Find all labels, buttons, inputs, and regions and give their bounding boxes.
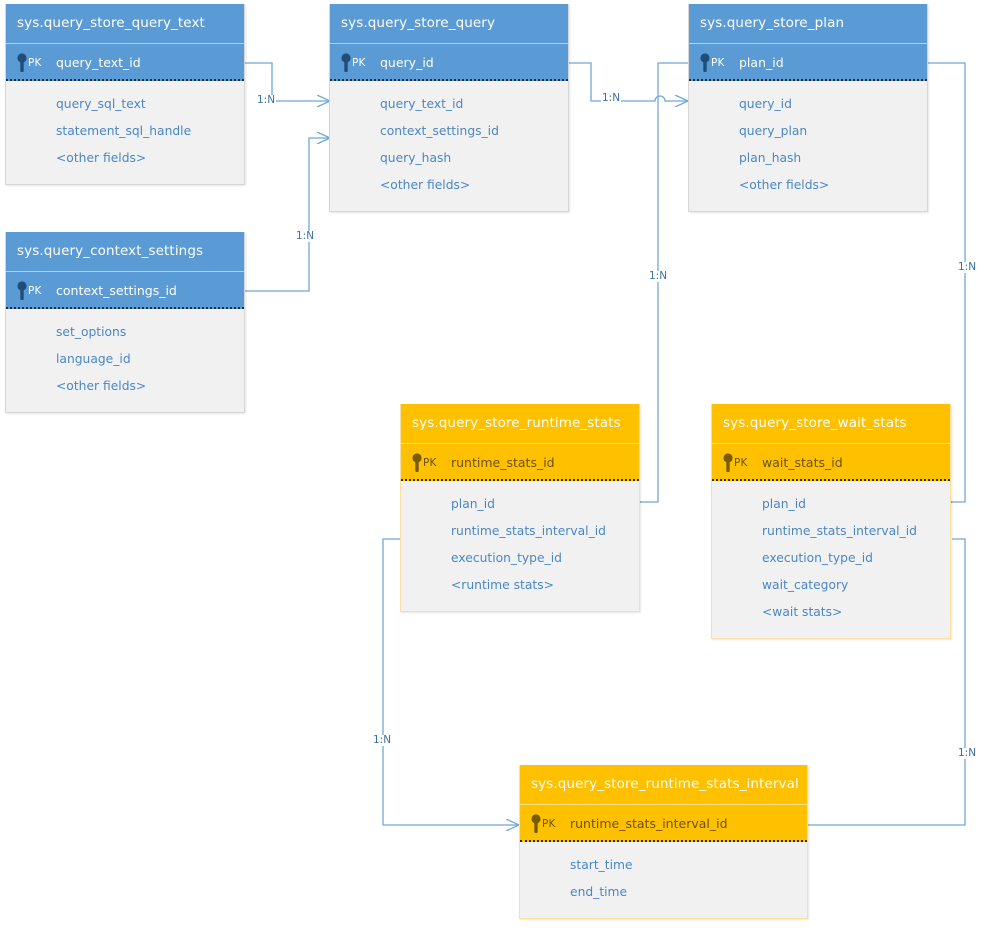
pk-field-name: plan_id bbox=[739, 55, 784, 70]
rel-query-plan-line bbox=[569, 62, 652, 102]
pk-label: PK bbox=[423, 457, 437, 469]
entity-query-store-plan[interactable]: sys.query_store_plan PK plan_id query_id… bbox=[688, 4, 928, 212]
entity-field: context_settings_id bbox=[380, 124, 499, 138]
pk-field-name: runtime_stats_interval_id bbox=[570, 816, 728, 831]
key-icon bbox=[412, 453, 422, 472]
entity-title: sys.query_store_plan bbox=[689, 4, 927, 43]
entity-field: wait_category bbox=[762, 578, 849, 592]
rel-query-plan-jump bbox=[652, 96, 688, 101]
entity-title: sys.query_context_settings bbox=[6, 232, 244, 271]
entity-field: statement_sql_handle bbox=[56, 124, 192, 138]
entity-field: query_plan bbox=[739, 124, 808, 138]
pk-label: PK bbox=[542, 818, 556, 830]
key-icon bbox=[17, 53, 27, 72]
entity-title: sys.query_store_runtime_stats_interval bbox=[520, 765, 807, 804]
entity-field-list: query_id query_plan plan_hash <other fie… bbox=[689, 81, 927, 211]
entity-field: <other fields> bbox=[56, 151, 147, 165]
entity-pk-row: PK query_text_id bbox=[6, 43, 244, 81]
pk-field-name: query_id bbox=[380, 55, 434, 70]
rel-plan-wait-line bbox=[928, 62, 966, 502]
key-icon bbox=[341, 53, 351, 72]
entity-field-list: start_time end_time bbox=[520, 842, 807, 918]
entity-field: query_id bbox=[739, 97, 792, 111]
entity-title: sys.query_store_query_text bbox=[6, 4, 244, 43]
pk-field-name: context_settings_id bbox=[56, 283, 177, 298]
cardinality-label: 1:N bbox=[295, 230, 316, 242]
entity-field: plan_hash bbox=[739, 151, 802, 165]
entity-pk-row: PK runtime_stats_id bbox=[401, 443, 639, 481]
entity-field-list: plan_id runtime_stats_interval_id execut… bbox=[712, 481, 950, 638]
entity-field: execution_type_id bbox=[451, 551, 562, 565]
pk-label: PK bbox=[352, 57, 366, 69]
entity-query-store-runtime-stats-interval[interactable]: sys.query_store_runtime_stats_interval P… bbox=[519, 765, 808, 919]
entity-field-list: plan_id runtime_stats_interval_id execut… bbox=[401, 481, 639, 611]
cardinality-label: 1:N bbox=[256, 94, 277, 106]
entity-field: start_time bbox=[570, 858, 633, 872]
cardinality-label: 1:N bbox=[372, 734, 393, 746]
entity-field: <other fields> bbox=[739, 178, 830, 192]
pk-field-name: query_text_id bbox=[56, 55, 141, 70]
entity-field: query_text_id bbox=[380, 97, 464, 111]
entity-field: query_sql_text bbox=[56, 97, 146, 111]
entity-field: end_time bbox=[570, 885, 628, 899]
key-icon bbox=[17, 281, 27, 300]
entity-pk-row: PK context_settings_id bbox=[6, 271, 244, 309]
entity-query-store-wait-stats[interactable]: sys.query_store_wait_stats PK wait_stats… bbox=[711, 404, 951, 639]
key-icon bbox=[531, 814, 541, 833]
pk-field-name: runtime_stats_id bbox=[451, 455, 555, 470]
rel-context-query-line bbox=[245, 138, 330, 292]
key-icon bbox=[700, 53, 710, 72]
pk-label: PK bbox=[28, 57, 42, 69]
pk-label: PK bbox=[28, 285, 42, 297]
entity-title: sys.query_store_query bbox=[330, 4, 568, 43]
rel-text-query-line bbox=[245, 62, 330, 101]
entity-field: language_id bbox=[56, 352, 131, 366]
pk-label: PK bbox=[711, 57, 725, 69]
entity-pk-row: PK plan_id bbox=[689, 43, 927, 81]
cardinality-label: 1:N bbox=[648, 270, 669, 282]
rel-plan-runtime-line bbox=[641, 62, 688, 502]
entity-pk-row: PK wait_stats_id bbox=[712, 443, 950, 481]
entity-pk-row: PK query_id bbox=[330, 43, 568, 81]
entity-query-store-query[interactable]: sys.query_store_query PK query_id query_… bbox=[329, 4, 569, 212]
entity-query-store-query-text[interactable]: sys.query_store_query_text PK query_text… bbox=[5, 4, 245, 185]
cardinality-label: 1:N bbox=[601, 92, 622, 104]
entity-field-list: set_options language_id <other fields> bbox=[6, 309, 244, 412]
entity-field: runtime_stats_interval_id bbox=[451, 524, 606, 538]
entity-field-list: query_text_id context_settings_id query_… bbox=[330, 81, 568, 211]
entity-field: query_hash bbox=[380, 151, 452, 165]
entity-title: sys.query_store_runtime_stats bbox=[401, 404, 639, 443]
entity-field: set_options bbox=[56, 325, 127, 339]
entity-field: runtime_stats_interval_id bbox=[762, 524, 917, 538]
pk-label: PK bbox=[734, 457, 748, 469]
entity-title: sys.query_store_wait_stats bbox=[712, 404, 950, 443]
cardinality-label: 1:N bbox=[957, 747, 978, 759]
entity-field: plan_id bbox=[762, 497, 806, 511]
rel-wait-interval-line bbox=[808, 538, 966, 825]
entity-field: <wait stats> bbox=[762, 605, 843, 619]
entity-pk-row: PK runtime_stats_interval_id bbox=[520, 804, 807, 842]
entity-field-list: query_sql_text statement_sql_handle <oth… bbox=[6, 81, 244, 184]
entity-field: <other fields> bbox=[380, 178, 471, 192]
key-icon bbox=[723, 453, 733, 472]
entity-field: <runtime stats> bbox=[451, 578, 554, 592]
rel-runtime-interval-line bbox=[382, 538, 519, 825]
entity-query-context-settings[interactable]: sys.query_context_settings PK context_se… bbox=[5, 232, 245, 413]
entity-field: <other fields> bbox=[56, 379, 147, 393]
cardinality-label: 1:N bbox=[957, 261, 978, 273]
entity-query-store-runtime-stats[interactable]: sys.query_store_runtime_stats PK runtime… bbox=[400, 404, 640, 612]
entity-field: execution_type_id bbox=[762, 551, 873, 565]
entity-field: plan_id bbox=[451, 497, 495, 511]
pk-field-name: wait_stats_id bbox=[762, 455, 843, 470]
